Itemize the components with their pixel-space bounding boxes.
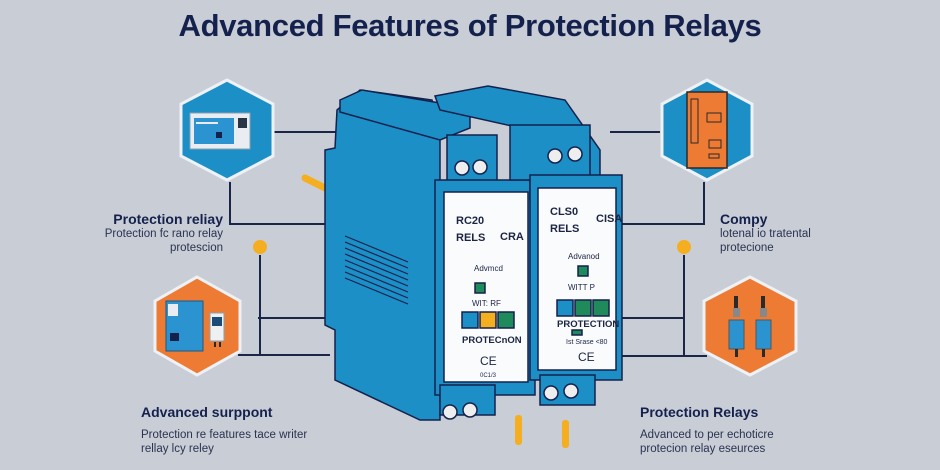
relay-left bbox=[324, 89, 536, 421]
feature-bottom-left: Advanced surppont Protection re features… bbox=[141, 404, 341, 456]
feature-desc-line1: Protection re features tace writer bbox=[141, 429, 308, 441]
feature-desc-line1: lotenal io tratental bbox=[720, 228, 811, 240]
accent-dot-left bbox=[253, 240, 267, 254]
feature-desc-line2: protecion relay eseurces bbox=[640, 443, 766, 455]
feature-bottom-right: Protection Relays Advanced to per echoti… bbox=[640, 404, 840, 456]
feature-desc-line2: rellay lcy reley bbox=[141, 443, 214, 455]
feature-heading: Advanced surppont bbox=[141, 404, 273, 420]
relay-left-line2: RELS bbox=[456, 232, 485, 244]
page-title: Advanced Features of Protection Relays bbox=[178, 8, 762, 43]
relay-right-led-label: Advanod bbox=[568, 252, 600, 261]
feature-top-right: Compy lotenal io tratental protecione bbox=[720, 211, 900, 255]
accent-dot-right bbox=[677, 240, 691, 254]
relay-right-protection: PROTECTION bbox=[557, 319, 619, 330]
relay-right-mode: WITT P bbox=[568, 283, 595, 292]
feature-desc-line2: protecione bbox=[720, 242, 774, 254]
relay-right-sub: Ist Srase <80 bbox=[566, 339, 608, 346]
connector-lines bbox=[229, 131, 707, 357]
hex-bottom-right bbox=[702, 275, 798, 377]
control-panel-icon bbox=[686, 91, 728, 169]
connector-top-left-v bbox=[229, 182, 330, 225]
fuse-pair-icon bbox=[728, 296, 772, 357]
hex-top-right bbox=[660, 78, 754, 182]
panel-meter-icon bbox=[165, 300, 225, 352]
relay-left-tag: CRA bbox=[500, 231, 524, 243]
feature-heading: Compy bbox=[720, 211, 768, 227]
vent-slots bbox=[344, 235, 409, 305]
feature-heading: Protection Relays bbox=[640, 404, 759, 420]
feature-heading: Protection reliay bbox=[113, 211, 223, 227]
hex-top-left bbox=[179, 78, 275, 182]
relay-left-code: RC20 bbox=[456, 215, 484, 227]
feature-top-left: Protection reliay Protection fc rano rel… bbox=[60, 211, 223, 255]
connector-top-right-v bbox=[620, 182, 705, 225]
hex-bottom-left bbox=[153, 275, 242, 377]
relay-left-led-label: Advmcd bbox=[474, 264, 503, 273]
relay-left-mode: WIT: RF bbox=[472, 299, 501, 308]
relay-left-serial: 0C1/3 bbox=[480, 373, 497, 379]
feature-desc-line2: protescion bbox=[169, 242, 223, 254]
relay-right-code: CLS0 bbox=[550, 206, 578, 218]
relay-left-ce: CE bbox=[480, 354, 497, 368]
feature-desc-line1: Protection fc rano relay bbox=[104, 228, 223, 240]
relay-module-icon bbox=[189, 112, 251, 150]
relay-left-protection: PROTECnON bbox=[462, 335, 522, 346]
relay-right-line2: RELS bbox=[550, 223, 579, 235]
accent-wire-left bbox=[301, 174, 329, 192]
relay-right bbox=[433, 85, 623, 406]
relay-right-ce: CE bbox=[578, 350, 595, 364]
feature-desc-line1: Advanced to per echoticre bbox=[640, 429, 774, 441]
wire-left bbox=[515, 415, 522, 445]
wire-right bbox=[562, 420, 569, 448]
relay-right-tag: CISA bbox=[596, 213, 622, 225]
